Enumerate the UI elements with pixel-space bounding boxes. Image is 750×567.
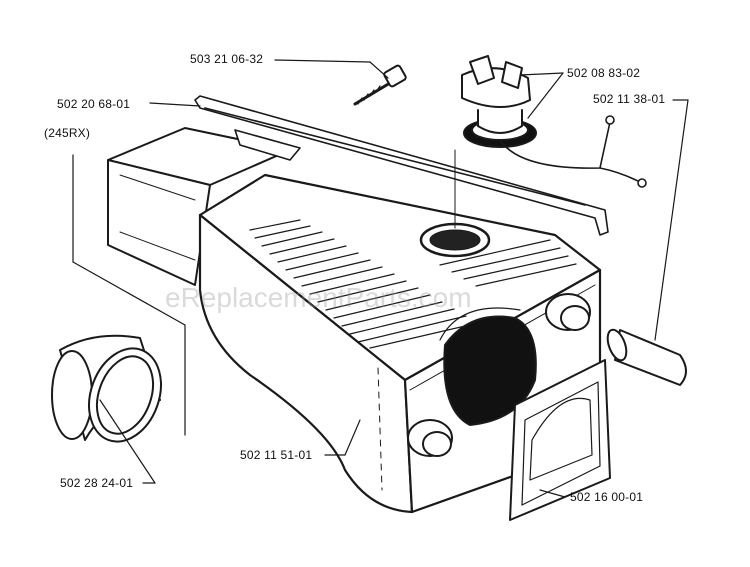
model-bracket: [72, 154, 186, 436]
tank-ribs: [249, 219, 577, 349]
screw-part: [353, 64, 407, 106]
model-note: (245RX): [44, 126, 91, 140]
part-label-fuel-line[interactable]: 502 11 38-01: [593, 92, 666, 106]
cylinder-part: [606, 328, 687, 386]
fuel-line-part: [499, 115, 647, 188]
part-label-fuel-tank[interactable]: 502 11 51-01: [240, 448, 313, 462]
gasket-part: [509, 359, 611, 521]
fuel-cap-part: [461, 55, 537, 148]
tube-ring-part: [51, 334, 162, 443]
part-label-tube-ring[interactable]: 502 28 24-01: [60, 476, 134, 490]
watermark-text: eReplacementParts.com: [165, 282, 472, 313]
part-label-gasket[interactable]: 502 16 00-01: [570, 490, 644, 504]
part-label-screw[interactable]: 503 21 06-32: [190, 52, 264, 66]
part-label-strap[interactable]: 502 20 68-01: [57, 97, 131, 111]
strap-part: [194, 95, 609, 236]
part-label-fuel-cap[interactable]: 502 08 83-02: [567, 66, 641, 80]
leader-lines: [99, 59, 689, 498]
